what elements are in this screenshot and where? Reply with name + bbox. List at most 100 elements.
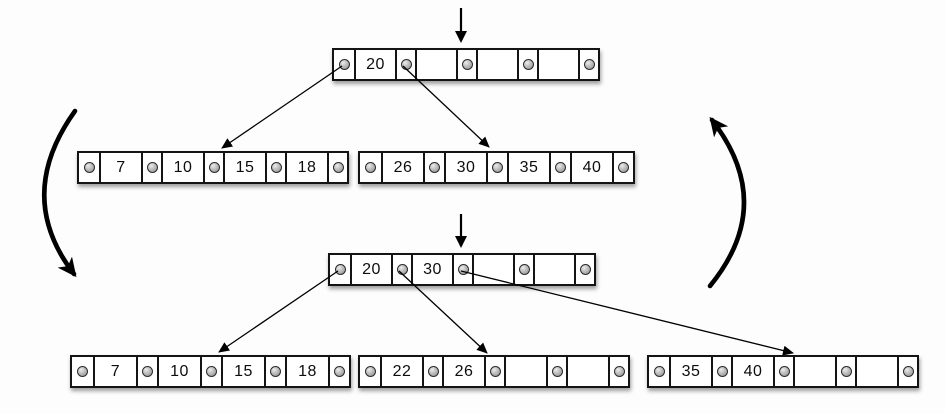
pointer-cell bbox=[612, 153, 633, 182]
pointer-cell bbox=[264, 357, 285, 386]
pointer-dot-icon bbox=[613, 366, 625, 377]
pointer-cell bbox=[391, 255, 411, 284]
pointer-cell bbox=[79, 153, 99, 182]
pointer-cell bbox=[330, 255, 350, 284]
pointer-dot-icon bbox=[338, 59, 350, 70]
key-cell: 35 bbox=[507, 153, 549, 182]
pointer-cell bbox=[608, 357, 628, 386]
pointer-cell bbox=[649, 357, 669, 386]
pointer-dot-icon bbox=[579, 264, 591, 275]
key-cell: 10 bbox=[157, 357, 200, 386]
pointer-cell bbox=[360, 357, 380, 386]
pointer-dot-icon bbox=[583, 59, 595, 70]
pointer-dot-icon bbox=[618, 162, 629, 173]
pointer-dot-icon bbox=[270, 162, 282, 173]
pointer-cell bbox=[517, 50, 537, 79]
key-cell: 18 bbox=[285, 153, 327, 182]
pointer-dot-icon bbox=[332, 162, 344, 173]
pointer-cell bbox=[835, 357, 855, 386]
pointer-dot-icon bbox=[208, 162, 220, 173]
pointer-cell bbox=[422, 357, 442, 386]
pointer-cell bbox=[265, 153, 285, 182]
pointer-dot-icon bbox=[270, 366, 281, 377]
pointer-cell bbox=[334, 50, 354, 79]
pointer-dot-icon bbox=[427, 366, 439, 377]
key-cell bbox=[533, 255, 574, 284]
pointer-dot-icon bbox=[716, 366, 728, 377]
pointer-dot-icon bbox=[429, 162, 440, 173]
pointer-cell bbox=[327, 153, 347, 182]
pointer-cell bbox=[200, 357, 221, 386]
pointer-cell bbox=[360, 153, 381, 182]
pointer-dot-icon bbox=[206, 366, 217, 377]
key-cell: 26 bbox=[442, 357, 484, 386]
pointer-cell bbox=[72, 357, 93, 386]
transition-arrow-down-left bbox=[41, 108, 78, 278]
key-cell: 20 bbox=[354, 50, 395, 79]
key-cell: 26 bbox=[381, 153, 423, 182]
pointer-dot-icon bbox=[551, 366, 563, 377]
key-cell bbox=[855, 357, 897, 386]
pointer-cell bbox=[574, 255, 594, 284]
key-cell bbox=[566, 357, 608, 386]
pointer-dot-icon bbox=[902, 366, 914, 377]
pointer-dot-icon bbox=[492, 162, 503, 173]
pointer-cell bbox=[423, 153, 444, 182]
pointer-dot-icon bbox=[489, 366, 501, 377]
pointer-cell bbox=[136, 357, 157, 386]
pointer-dot-icon bbox=[142, 366, 153, 377]
pointer-arrow-before-root-to-child-0 bbox=[221, 65, 343, 149]
pointer-cell bbox=[328, 357, 349, 386]
pointer-dot-icon bbox=[77, 366, 88, 377]
pointer-cell bbox=[897, 357, 917, 386]
pointer-dot-icon bbox=[365, 162, 376, 173]
key-cell: 15 bbox=[221, 357, 264, 386]
pointer-dot-icon bbox=[840, 366, 852, 377]
key-cell bbox=[472, 255, 513, 284]
pointer-cell bbox=[456, 50, 476, 79]
pointer-cell bbox=[549, 153, 570, 182]
key-cell: 40 bbox=[731, 357, 773, 386]
pointer-cell bbox=[395, 50, 415, 79]
pointer-dot-icon bbox=[653, 366, 665, 377]
pointer-cell bbox=[484, 357, 504, 386]
pointer-cell bbox=[486, 153, 507, 182]
pointer-dot-icon bbox=[83, 162, 95, 173]
pointer-dot-icon bbox=[334, 366, 345, 377]
key-cell bbox=[476, 50, 517, 79]
key-cell bbox=[415, 50, 456, 79]
pointer-dot-icon bbox=[778, 366, 790, 377]
pointer-dot-icon bbox=[518, 264, 530, 275]
transition-arrow-up-right bbox=[707, 116, 747, 289]
pointer-dot-icon bbox=[555, 162, 566, 173]
node-before-child-0: 7 10 15 18 bbox=[77, 151, 349, 184]
key-cell bbox=[793, 357, 835, 386]
key-cell: 35 bbox=[669, 357, 711, 386]
key-cell: 20 bbox=[350, 255, 391, 284]
pointer-cell bbox=[141, 153, 161, 182]
key-cell: 15 bbox=[223, 153, 265, 182]
pointer-arrow-after-root-to-child-0 bbox=[218, 270, 339, 353]
pointer-dot-icon bbox=[364, 366, 376, 377]
pointer-cell bbox=[578, 50, 598, 79]
pointer-cell bbox=[203, 153, 223, 182]
pointer-dot-icon bbox=[400, 59, 412, 70]
key-cell: 10 bbox=[161, 153, 203, 182]
pointer-dot-icon bbox=[457, 264, 469, 275]
pointer-cell bbox=[546, 357, 566, 386]
key-cell: 40 bbox=[570, 153, 612, 182]
pointer-cell bbox=[513, 255, 533, 284]
pointer-dot-icon bbox=[146, 162, 158, 173]
key-cell: 18 bbox=[285, 357, 328, 386]
pointer-dot-icon bbox=[334, 264, 346, 275]
pointer-cell bbox=[711, 357, 731, 386]
node-before-root: 20 bbox=[332, 48, 600, 81]
pointer-cell bbox=[773, 357, 793, 386]
pointer-dot-icon bbox=[522, 59, 534, 70]
key-cell: 7 bbox=[99, 153, 141, 182]
pointer-cell bbox=[452, 255, 472, 284]
